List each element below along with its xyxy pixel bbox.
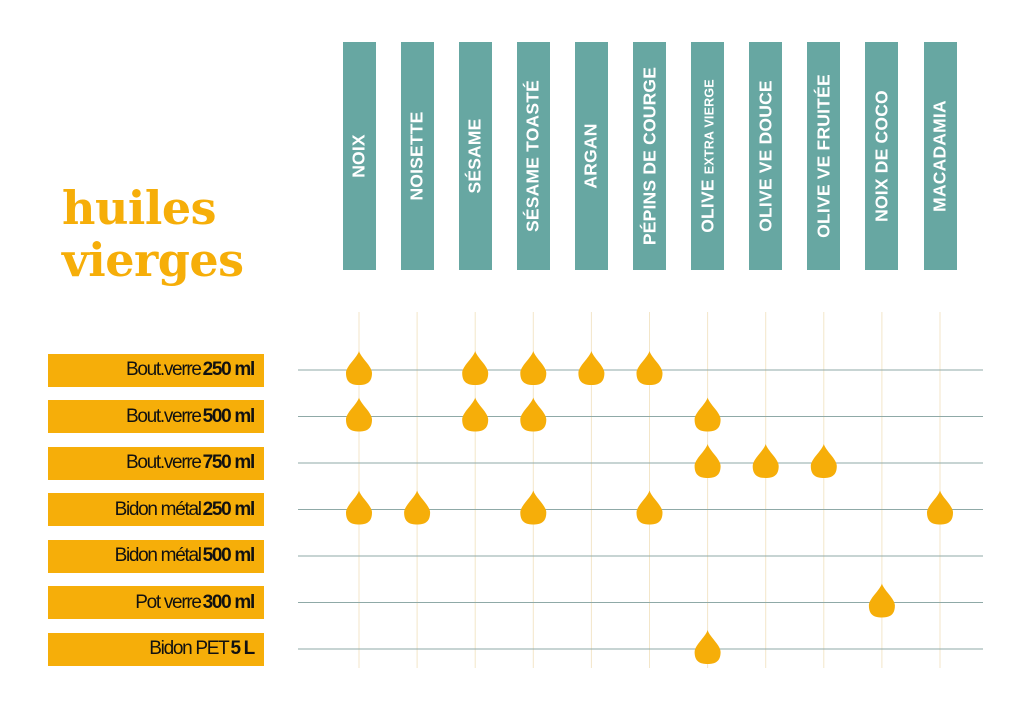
row-label-size: 250 ml	[202, 498, 256, 520]
row-label-size: 5 L	[230, 638, 255, 659]
column-header: OLIVE VE DOUCE	[749, 42, 783, 270]
column-header-label: OLIVE VE FRUITÉE	[813, 74, 834, 238]
column-label-main: SÉSAME	[464, 118, 485, 194]
column-label-main: NOIX DE COCO	[871, 90, 892, 222]
row-label-size: 750 ml	[202, 452, 256, 473]
column-label-main: OLIVE VE FRUITÉE	[813, 74, 834, 238]
drop-marker	[462, 397, 489, 432]
column-header-label: SÉSAME TOASTÉ	[523, 80, 544, 232]
row-label-size: 500 ml	[202, 545, 256, 566]
drop-marker	[868, 583, 895, 618]
title-line-1: huiles	[62, 181, 217, 235]
row-label-container: Bidon PET	[149, 638, 229, 659]
column-header-label: ARGAN	[581, 123, 602, 188]
column-label-main: MACADAMIA	[929, 100, 950, 212]
row-label-size: 250 ml	[202, 359, 256, 380]
drop-marker	[694, 630, 721, 664]
drop-marker	[636, 490, 663, 525]
column-header-label: MACADAMIA	[930, 100, 951, 212]
column-header: NOIX	[342, 42, 376, 270]
row-label-container: Pot verre	[135, 591, 202, 613]
drop-marker	[346, 351, 372, 385]
drop-marker	[520, 351, 547, 385]
title-line-2: vierges	[62, 233, 244, 287]
column-header-label: OLIVE VE DOUCE	[755, 80, 776, 232]
column-label-main: PÉPINS DE COURGE	[639, 66, 659, 246]
drop-marker	[752, 444, 779, 478]
column-header-label: NOISETTE	[407, 111, 428, 200]
row-label-container: Bidon métal	[114, 498, 202, 520]
column-header: SÉSAME	[458, 42, 492, 270]
drop-marker	[810, 444, 837, 478]
column-header-label: SÉSAME	[465, 118, 486, 193]
drop-marker	[346, 397, 372, 432]
page-title: huiles vierges	[62, 182, 244, 286]
column-header: PÉPINS DE COURGE	[633, 42, 666, 270]
column-header: NOIX DE COCO	[865, 42, 899, 270]
row-label-container: Bidon métal	[114, 545, 202, 566]
row-label-size: 500 ml	[202, 405, 256, 427]
drop-marker	[694, 397, 721, 432]
column-header: OLIVE EXTRA VIERGE	[691, 42, 725, 270]
drop-marker	[520, 397, 547, 432]
row-label-container: Bout.verre	[125, 359, 202, 380]
column-label-small: EXTRA VIERGE	[702, 79, 717, 175]
column-header-label: PÉPINS DE COURGE	[639, 67, 660, 245]
column-label-main: OLIVE VE DOUCE	[755, 80, 776, 232]
drop-marker	[694, 444, 721, 478]
column-header: ARGAN	[574, 42, 608, 270]
row-label-container: Bout.verre	[125, 405, 202, 427]
column-header: OLIVE VE FRUITÉE	[807, 42, 841, 270]
column-header: MACADAMIA	[923, 42, 957, 270]
column-label-main: NOISETTE	[406, 111, 427, 201]
column-label-main: NOIX	[348, 134, 369, 178]
drop-marker	[927, 490, 953, 525]
column-label-main: ARGAN	[580, 123, 601, 189]
row-label-size: 300 ml	[202, 591, 256, 613]
drop-marker	[636, 351, 663, 385]
column-header: NOISETTE	[400, 42, 434, 270]
column-label-main: OLIVE	[697, 179, 718, 233]
drop-marker	[578, 351, 605, 385]
drop-marker	[404, 490, 431, 525]
row-label-container: Bout.verre	[125, 452, 202, 473]
column-header-label: OLIVE EXTRA VIERGE	[697, 79, 718, 233]
column-header-label: NOIX DE COCO	[871, 90, 892, 222]
column-header-label: NOIX	[349, 134, 370, 178]
column-label-main: SÉSAME TOASTÉ	[522, 79, 543, 233]
drop-marker	[462, 351, 489, 385]
drop-marker	[520, 490, 547, 525]
drop-marker	[346, 490, 372, 525]
column-header: SÉSAME TOASTÉ	[516, 42, 550, 270]
